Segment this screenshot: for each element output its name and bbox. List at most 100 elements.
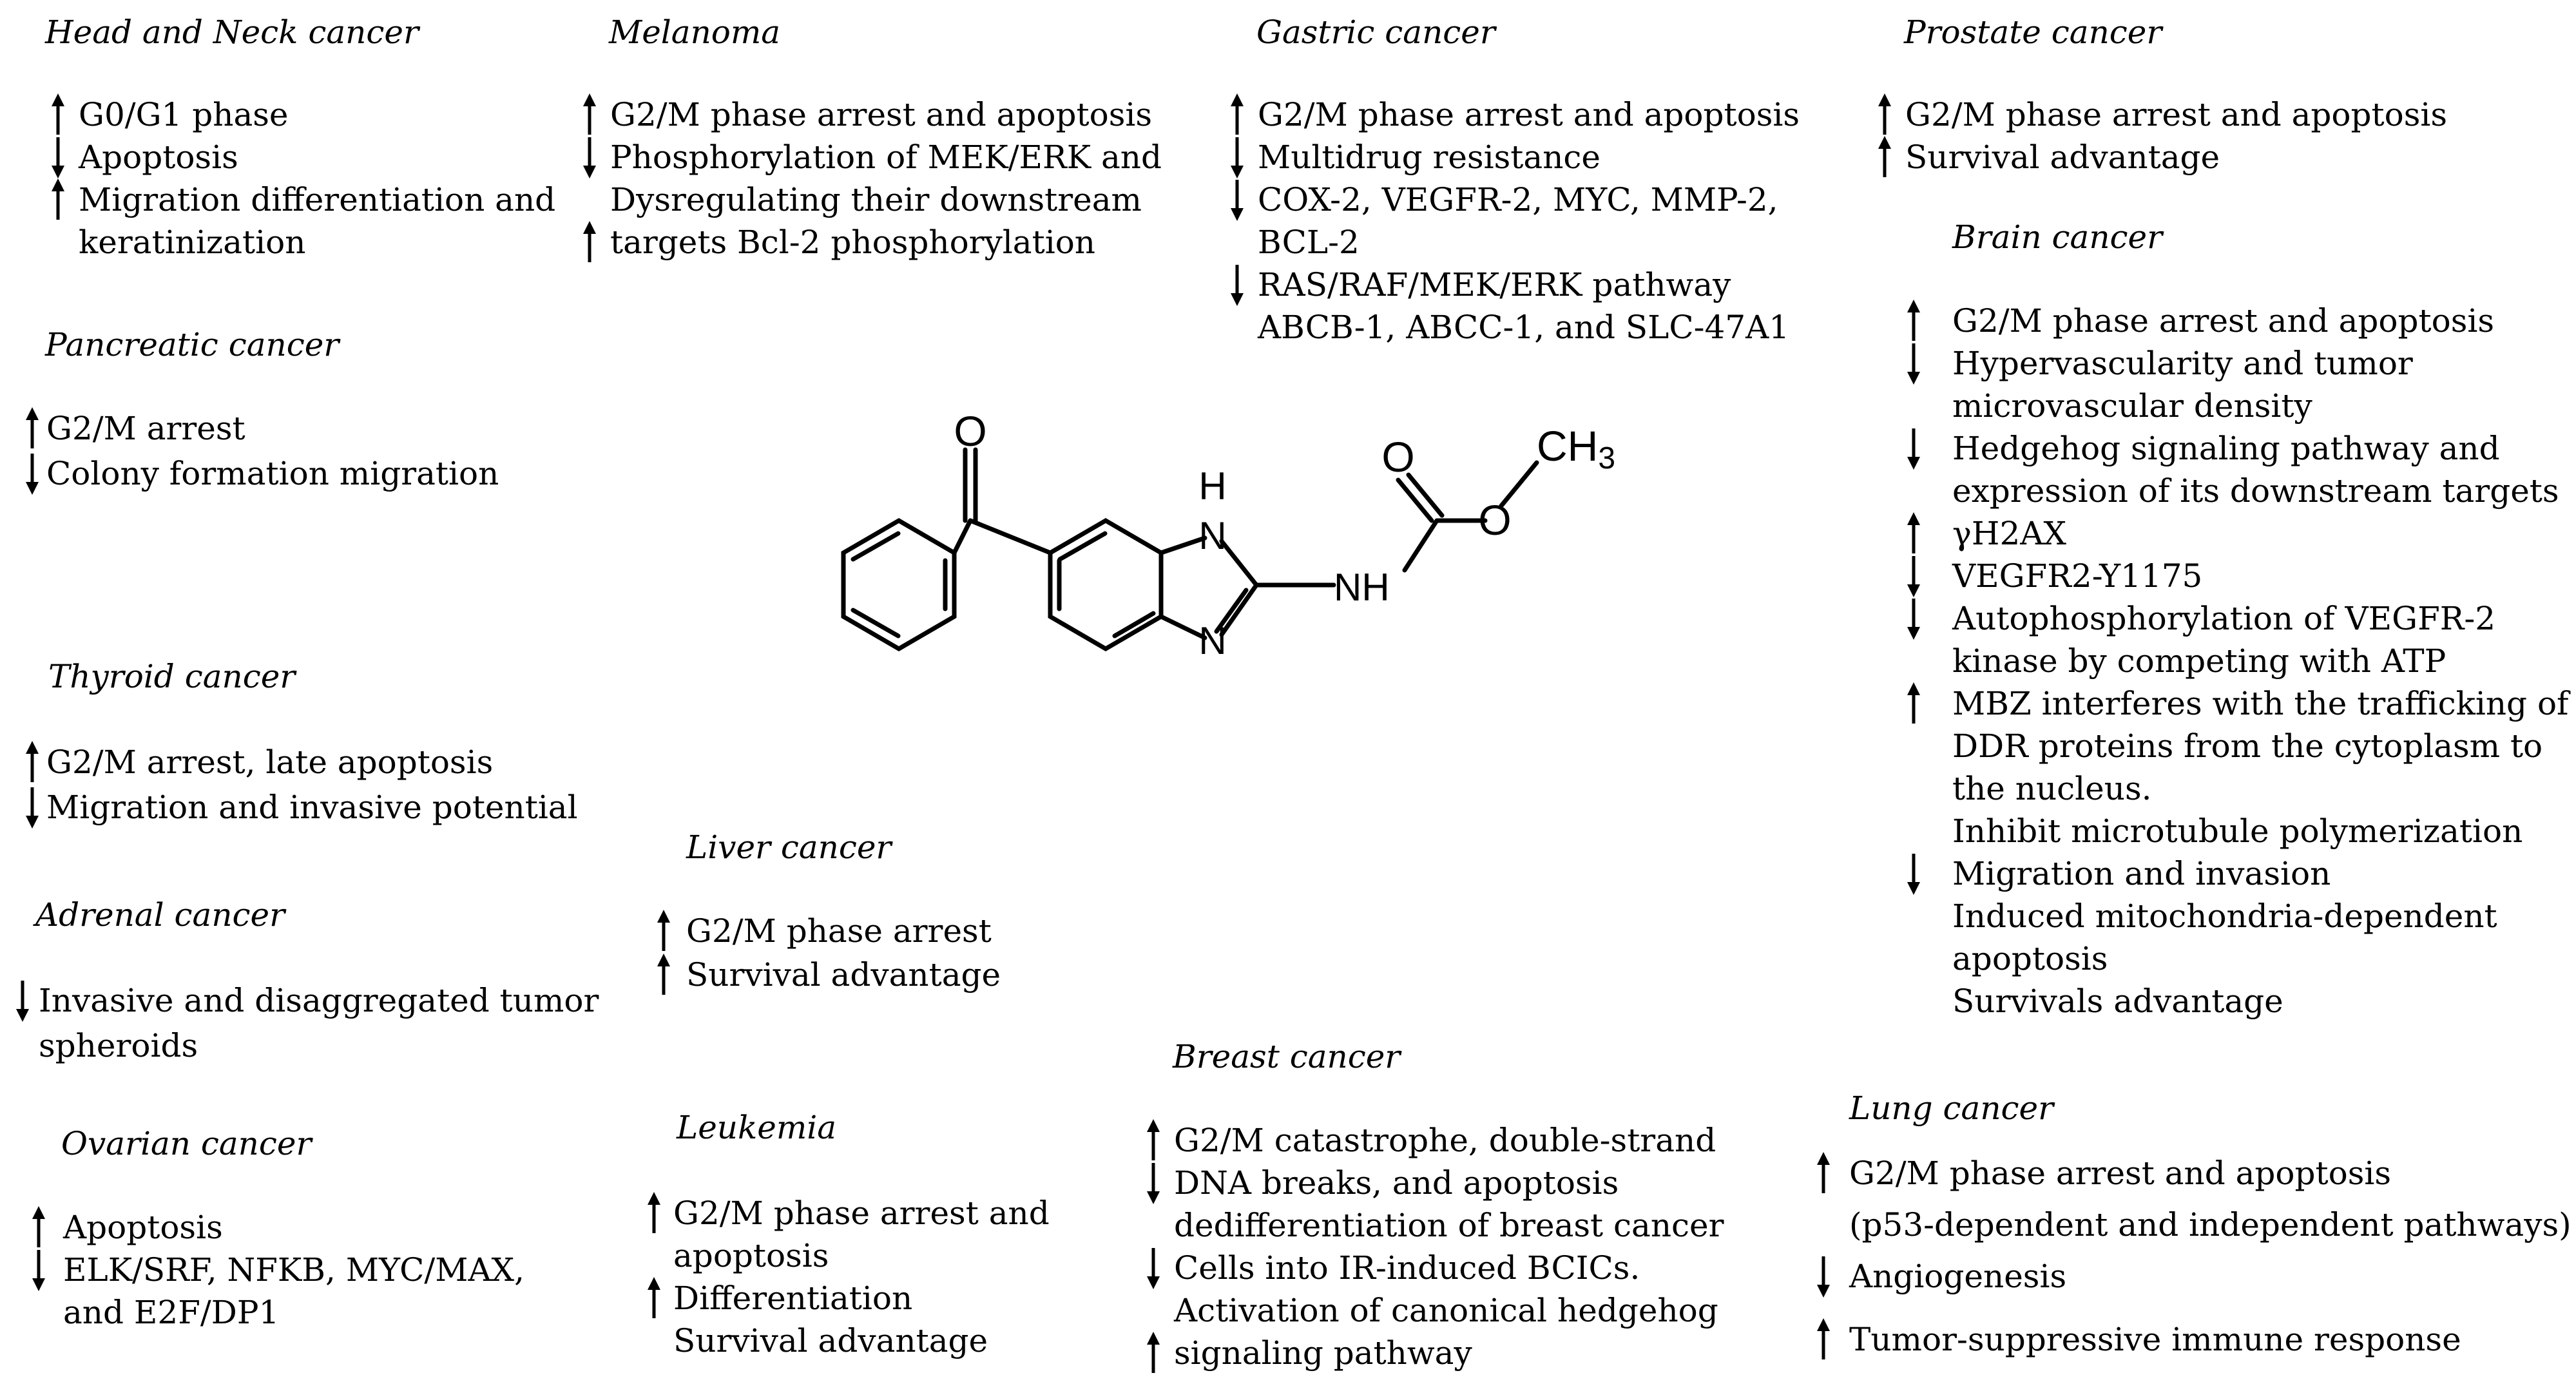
section-item-text: Survivals advantage — [1952, 983, 2283, 1020]
section-liver-cancer: Liver cancer — [686, 828, 891, 867]
section-item-text: G2/M phase arrest and apoptosis — [1905, 96, 2448, 133]
imidazole-bond — [1219, 539, 1259, 588]
arrow-up-icon — [641, 1191, 667, 1236]
arrow-down-icon — [1140, 1160, 1166, 1205]
section-item-text: Phosphorylation of MEK/ERK and — [610, 139, 1162, 176]
section-gastric-cancer: Gastric cancer — [1256, 13, 1495, 52]
section-title: Leukemia — [677, 1109, 837, 1146]
section-item-text: Inhibit microtubule polymerization — [1952, 812, 2523, 850]
benzo-inner-bond — [1057, 531, 1108, 562]
arrow-up-icon — [1901, 298, 1927, 343]
arrow-up-icon — [1811, 1317, 1836, 1362]
section-lung-cancer: Lung cancer — [1849, 1089, 2053, 1128]
section-item-text: Angiogenesis — [1849, 1258, 2067, 1295]
arrow-down-icon — [1901, 426, 1927, 471]
section-item-text: spheroids — [39, 1027, 198, 1064]
nh-to-carbonyl-bond — [1402, 518, 1439, 573]
section-melanoma: Melanoma — [609, 13, 780, 52]
phenyl-inner-bond — [851, 531, 901, 562]
ketone-oxygen-label: O — [954, 407, 986, 455]
arrow-up-icon — [1140, 1118, 1166, 1163]
section-item-text: kinase by competing with ATP — [1952, 642, 2446, 680]
arrow-up-icon — [19, 740, 45, 785]
section-title: Liver cancer — [686, 829, 892, 866]
section-item-text: DNA breaks, and apoptosis — [1174, 1164, 1619, 1202]
arrow-up-icon — [577, 92, 602, 137]
ester-o-to-methyl-bond — [1499, 460, 1539, 508]
section-item-text: MBZ interferes with the trafficking of — [1952, 685, 2569, 722]
section-item-text: G2/M catastrophe, double-strand — [1174, 1122, 1716, 1159]
arrow-down-icon — [10, 978, 35, 1023]
imidazole-bond — [1158, 614, 1207, 640]
section-item-text: Tumor-suppressive immune response — [1849, 1321, 2461, 1358]
arrow-down-icon — [1224, 262, 1250, 307]
section-item-text: Migration and invasive potential — [46, 789, 578, 826]
section-item-text: G2/M phase arrest and apoptosis — [1258, 96, 1800, 133]
arrow-down-icon — [1811, 1254, 1836, 1299]
arrow-up-icon — [651, 908, 677, 954]
section-prostate-cancer: Prostate cancer — [1904, 13, 2162, 52]
section-pancreatic-cancer: Pancreatic cancer — [45, 325, 339, 364]
arrow-up-icon — [1901, 681, 1927, 726]
section-item-text: G0/G1 phase — [79, 96, 289, 133]
section-item-text: Survival advantage — [1905, 139, 2220, 176]
section-item-text: the nucleus. — [1952, 770, 2152, 807]
section-item-text: G2/M arrest — [46, 410, 245, 447]
section-title: Pancreatic cancer — [45, 326, 340, 363]
section-item-text: Autophosphorylation of VEGFR-2 — [1952, 600, 2496, 637]
section-title: Melanoma — [609, 14, 781, 51]
phenyl-to-carbonyl-bond — [952, 518, 973, 555]
methyl-ch-label: CH — [1537, 422, 1598, 470]
methyl-label: CH3 — [1537, 422, 1615, 475]
methyl-subscript-label: 3 — [1598, 441, 1615, 475]
carbonyl-double-bond — [1406, 472, 1445, 518]
arrow-down-icon — [1224, 177, 1250, 222]
arrow-down-icon — [26, 1247, 52, 1292]
section-item-text: ELK/SRF, NFKB, MYC/MAX, — [63, 1251, 525, 1289]
arrow-down-icon — [577, 135, 602, 180]
section-title: Brain cancer — [1952, 218, 2163, 256]
ring-nh-hydrogen-label: H — [1198, 465, 1226, 508]
section-item-text: Differentiation — [673, 1280, 913, 1317]
section-item-text: microvascular density — [1952, 387, 2312, 425]
benzo-inner-bond — [1112, 611, 1156, 638]
section-title: Prostate cancer — [1904, 14, 2162, 51]
section-item-text: Colony formation migration — [46, 455, 499, 492]
section-item-text: G2/M phase arrest — [686, 912, 992, 950]
section-item-text: apoptosis — [1952, 940, 2108, 977]
section-item-text: Survival advantage — [686, 956, 1001, 993]
section-title: Adrenal cancer — [35, 896, 285, 934]
section-title: Thyroid cancer — [48, 658, 296, 695]
mebendazole-structure: O H N N NH O O CH3 — [841, 407, 1615, 662]
section-item-text: Activation of canonical hedgehog — [1174, 1292, 1718, 1329]
arrow-up-icon — [45, 177, 71, 222]
section-title: Breast cancer — [1173, 1038, 1401, 1075]
arrow-up-icon — [651, 952, 677, 997]
section-item-text: and E2F/DP1 — [63, 1294, 280, 1331]
section-item-text: Induced mitochondria-dependent — [1952, 897, 2497, 935]
section-item-text: G2/M phase arrest and apoptosis — [610, 96, 1153, 133]
arrow-up-icon — [1872, 135, 1898, 180]
section-item-text: RAS/RAF/MEK/ERK pathway — [1258, 266, 1731, 303]
imidazole-double-bond — [1214, 588, 1249, 634]
arrow-up-icon — [19, 406, 45, 451]
arrow-down-icon — [1901, 596, 1927, 641]
section-item-text: targets Bcl-2 phosphorylation — [610, 224, 1096, 261]
carbonyl-oxygen-label: O — [1381, 433, 1414, 481]
arrow-down-icon — [19, 785, 45, 830]
section-item-text: Apoptosis — [63, 1209, 223, 1246]
phenyl-inner-bond — [851, 608, 901, 638]
section-item-text: γH2AX — [1952, 515, 2067, 552]
arrow-down-icon — [1901, 341, 1927, 386]
imidazole-bond — [1219, 582, 1259, 637]
section-title: Lung cancer — [1849, 1089, 2054, 1127]
ring-nitrogen-bottom-label: N — [1198, 619, 1226, 662]
section-item-text: Multidrug resistance — [1258, 139, 1600, 176]
section-leukemia: Leukemia — [677, 1108, 836, 1147]
section-thyroid-cancer: Thyroid cancer — [48, 657, 295, 696]
section-item-text: G2/M arrest, late apoptosis — [46, 744, 494, 781]
benzo-ring — [1048, 517, 1164, 652]
section-item-text: G2/M phase arrest and apoptosis — [1952, 302, 2495, 340]
section-title: Ovarian cancer — [61, 1125, 312, 1162]
arrow-up-icon — [1224, 92, 1250, 137]
